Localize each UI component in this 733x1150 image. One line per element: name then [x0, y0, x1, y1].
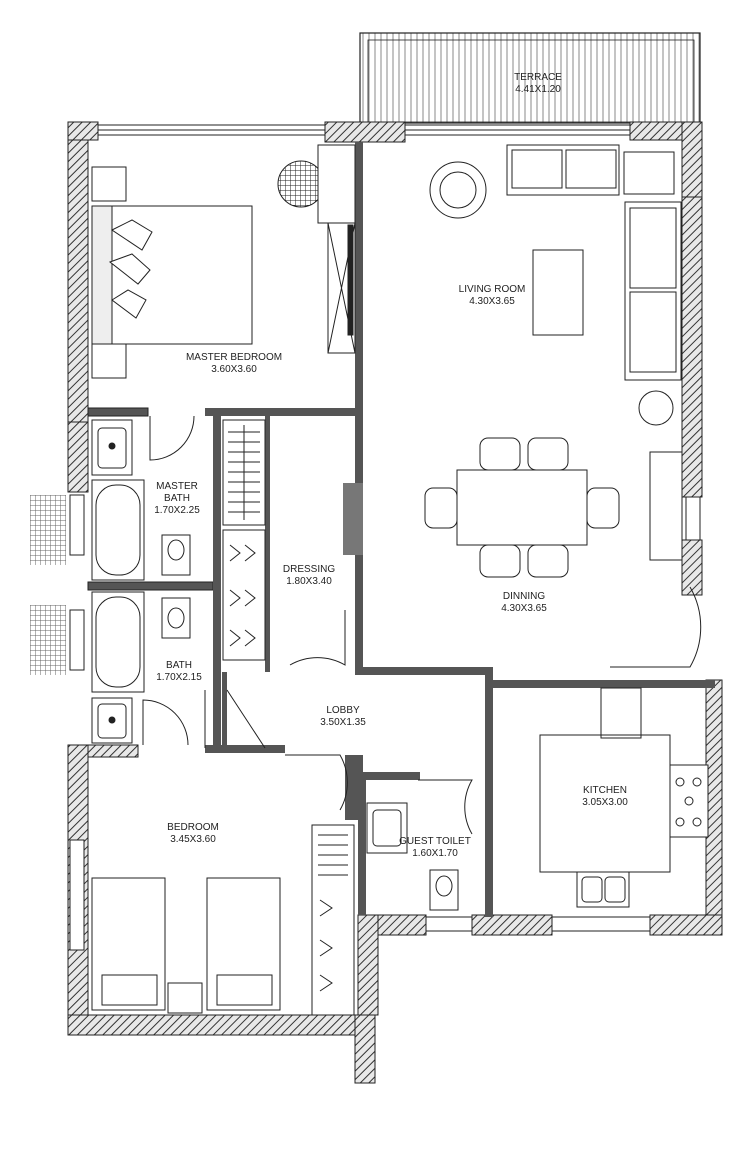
terrace: [359, 32, 701, 124]
guest-toilet-fixtures: [366, 802, 459, 911]
master-bedroom-name: MASTER BEDROOM: [185, 352, 283, 363]
terrace-label: TERRACE 4.41X1.20: [514, 72, 562, 96]
master-bedroom-label: MASTER BEDROOM 3.60X3.60: [186, 352, 282, 376]
coffee-table: [532, 249, 584, 336]
partitions: [205, 142, 715, 917]
living-room-size: 4.30X3.65: [469, 296, 515, 307]
lobby-name: LOBBY: [326, 705, 360, 716]
master-bath-fixtures: [91, 419, 191, 581]
bedroom-name: BEDROOM: [167, 822, 219, 833]
dining-table: [456, 469, 588, 546]
kitchen-size: 3.05X3.00: [582, 797, 628, 808]
living-room-name: LIVING ROOM: [458, 284, 526, 295]
bath-size: 1.70X2.15: [156, 672, 202, 683]
double-bed: [91, 205, 253, 345]
master-bedroom-size: 3.60X3.60: [211, 364, 257, 375]
bath-name: BATH: [166, 660, 192, 671]
bedroom-furniture: [91, 824, 355, 1016]
dressing-wardrobes: [222, 419, 266, 661]
dinning-size: 4.30X3.65: [501, 603, 547, 614]
master-bath-label: MASTER BATH 1.70X2.25: [154, 481, 200, 517]
bedroom-label: BEDROOM 3.45X3.60: [167, 822, 219, 846]
guest-toilet-name: GUEST TOILET: [399, 836, 471, 847]
dining-furniture: [424, 437, 620, 578]
living-room-label: LIVING ROOM 4.30X3.65: [459, 284, 526, 308]
walls: [67, 121, 723, 1084]
master-bath-size: 1.70X2.25: [154, 505, 200, 516]
windows: [69, 124, 701, 951]
dressing-name: DRESSING: [282, 564, 336, 575]
master-bath-name-line2: BATH: [164, 493, 190, 504]
master-bedroom-furniture: [91, 144, 356, 379]
bath-fixtures: [91, 591, 191, 744]
kitchen-furniture: [539, 687, 709, 908]
dinning-name: DINNING: [502, 591, 546, 602]
guest-toilet-size: 1.60X1.70: [412, 848, 458, 859]
kitchen-label: KITCHEN 3.05X3.00: [582, 785, 628, 809]
dinning-label: DINNING 4.30X3.65: [501, 591, 547, 615]
bath-label: BATH 1.70X2.15: [156, 660, 202, 684]
master-bath-name-line1: MASTER: [156, 481, 198, 492]
round-rug: [277, 160, 325, 208]
guest-toilet-label: GUEST TOILET 1.60X1.70: [399, 836, 471, 860]
living-room-furniture: [429, 144, 683, 561]
doors: [142, 415, 702, 835]
ac-grilles: [30, 495, 66, 675]
kitchen-name: KITCHEN: [583, 785, 627, 796]
bedroom-size: 3.45X3.60: [170, 834, 216, 845]
dressing-label: DRESSING 1.80X3.40: [283, 564, 335, 588]
lobby-label: LOBBY 3.50X1.35: [320, 705, 366, 729]
dressing-size: 1.80X3.40: [286, 576, 332, 587]
lobby-size: 3.50X1.35: [320, 717, 366, 728]
terrace-size: 4.41X1.20: [515, 84, 561, 95]
terrace-name: TERRACE: [514, 72, 562, 83]
